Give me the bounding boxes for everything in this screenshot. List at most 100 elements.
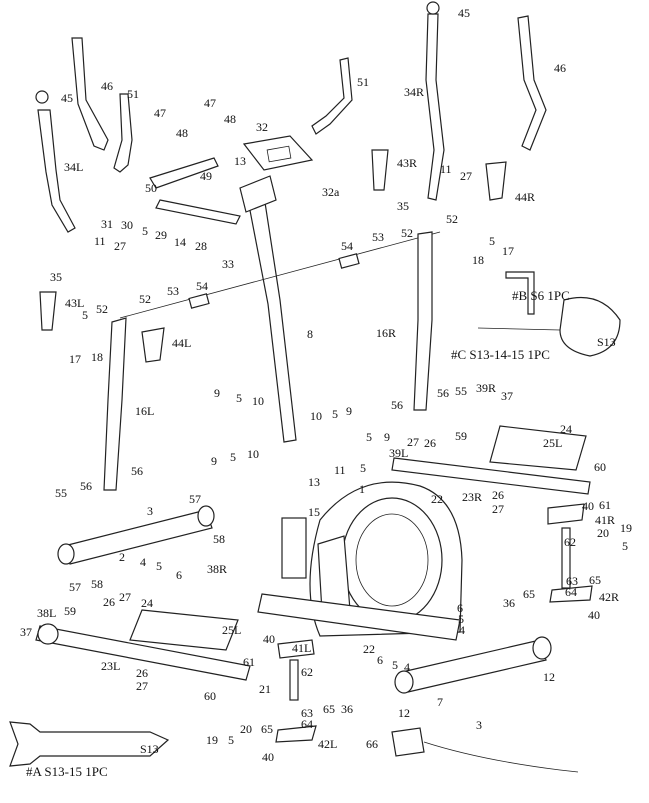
callout-c22b: 22: [363, 642, 375, 656]
callout-cs13a: S13: [140, 742, 159, 756]
callout-c3a: 3: [147, 504, 153, 518]
callout-c5i: 5: [622, 539, 628, 553]
callout-c65c: 65: [323, 702, 335, 716]
callout-c25l2: 25L: [222, 623, 241, 637]
callout-c44r: 44R: [515, 190, 535, 204]
callout-c65d: 65: [261, 722, 273, 736]
callout-c25l: 25L: [543, 436, 562, 450]
lower-arm-16r: [413, 231, 433, 411]
callout-c40b: 40: [588, 608, 600, 622]
callout-c47a: 47: [154, 106, 166, 120]
callout-c31: 31: [101, 217, 113, 231]
callout-c51b: 51: [127, 87, 139, 101]
callout-c55a: 55: [455, 384, 467, 398]
callout-c28: 28: [195, 239, 207, 253]
callout-c3b: 3: [476, 718, 482, 732]
callout-c62b: 62: [301, 665, 313, 679]
callout-c35b: 35: [50, 270, 62, 284]
callout-c45b: 45: [61, 91, 73, 105]
callout-c5h: 5: [360, 461, 366, 475]
right-handlebar-46: [517, 15, 547, 151]
seat-post: [281, 517, 307, 579]
upright-mast: [239, 175, 297, 443]
callout-c6b: 6: [457, 601, 463, 615]
callout-c9b: 9: [346, 404, 352, 418]
callout-c52d: 52: [96, 302, 108, 316]
callout-c5c: 5: [82, 308, 88, 322]
callout-c16r: 16R: [376, 326, 396, 340]
callout-c34l: 34L: [64, 160, 83, 174]
callout-c5k: 5: [458, 612, 464, 626]
callout-c60a: 60: [594, 460, 606, 474]
callout-c37a: 37: [501, 389, 513, 403]
callout-c10a: 10: [252, 394, 264, 408]
left-handlebar-upper: [35, 90, 76, 233]
callout-c42l: 42L: [318, 737, 337, 751]
callout-c61b: 61: [243, 655, 255, 669]
callout-c42r: 42R: [599, 590, 619, 604]
callout-c23l: 23L: [101, 659, 120, 673]
callout-c6c: 6: [377, 653, 383, 667]
callout-c45a: 45: [458, 6, 470, 20]
callout-c59a: 59: [455, 429, 467, 443]
tool-c-label: #C S13-14-15 1PC: [451, 347, 550, 362]
callout-c24b: 24: [141, 596, 153, 610]
callout-c65b: 65: [589, 573, 601, 587]
callout-cs13b: S13: [597, 335, 616, 349]
callout-c59b: 59: [64, 604, 76, 618]
front-stabilizer: [57, 505, 215, 565]
callout-c9d: 9: [211, 454, 217, 468]
callout-c27a: 27: [460, 169, 472, 183]
callout-c54b: 54: [196, 279, 208, 293]
callout-c4c: 4: [404, 660, 410, 674]
callout-c2: 2: [119, 550, 125, 564]
callout-c5l: 5: [392, 658, 398, 672]
callout-c48b: 48: [224, 112, 236, 126]
callout-c4a: 4: [140, 555, 146, 569]
callout-c27b: 27: [114, 239, 126, 253]
callout-c30: 30: [121, 218, 133, 232]
callout-c7: 7: [437, 695, 443, 709]
callout-c40d: 40: [262, 750, 274, 764]
callout-c27c: 27: [407, 435, 419, 449]
pivot-axle: [119, 231, 441, 319]
pedal-arm-23l: [35, 609, 251, 681]
callout-c10b: 10: [310, 409, 322, 423]
callout-c26a: 26: [424, 436, 436, 450]
callout-c27f: 27: [136, 679, 148, 693]
base-frame: [257, 593, 461, 641]
callout-c5d: 5: [236, 391, 242, 405]
callout-c18b: 18: [91, 350, 103, 364]
callout-c39r: 39R: [476, 381, 496, 395]
grip-44l: [141, 327, 165, 363]
callout-c43r: 43R: [397, 156, 417, 170]
callout-c26d: 26: [136, 666, 148, 680]
handlebar-crossbar: [149, 157, 241, 225]
pedal-arm-23r: [391, 425, 591, 495]
callout-c5m: 5: [228, 733, 234, 747]
callout-c38l: 38L: [37, 606, 56, 620]
flywheel-housing: [309, 481, 463, 637]
power-adapter: [391, 727, 579, 773]
callout-c37b: 37: [20, 625, 32, 639]
callout-c66: 66: [366, 737, 378, 751]
callout-c4b: 4: [459, 623, 465, 637]
callout-c8: 8: [307, 327, 313, 341]
callout-c18a: 18: [472, 253, 484, 267]
callout-c46b: 46: [101, 79, 113, 93]
tool-b-label: #B S6 1PC: [512, 288, 570, 303]
callout-c56b: 56: [437, 386, 449, 400]
callout-c46a: 46: [554, 61, 566, 75]
grip-44r: [485, 161, 507, 201]
callout-c56d: 56: [131, 464, 143, 478]
callout-c58a: 58: [213, 532, 225, 546]
callout-c11b: 11: [94, 234, 106, 248]
callout-c17b: 17: [69, 352, 81, 366]
callout-c65a: 65: [523, 587, 535, 601]
roller-assembly-left: [275, 639, 317, 743]
callout-c57b: 57: [69, 580, 81, 594]
callout-c5e: 5: [332, 407, 338, 421]
callout-c23r: 23R: [462, 490, 482, 504]
callout-c32: 32: [256, 120, 268, 134]
